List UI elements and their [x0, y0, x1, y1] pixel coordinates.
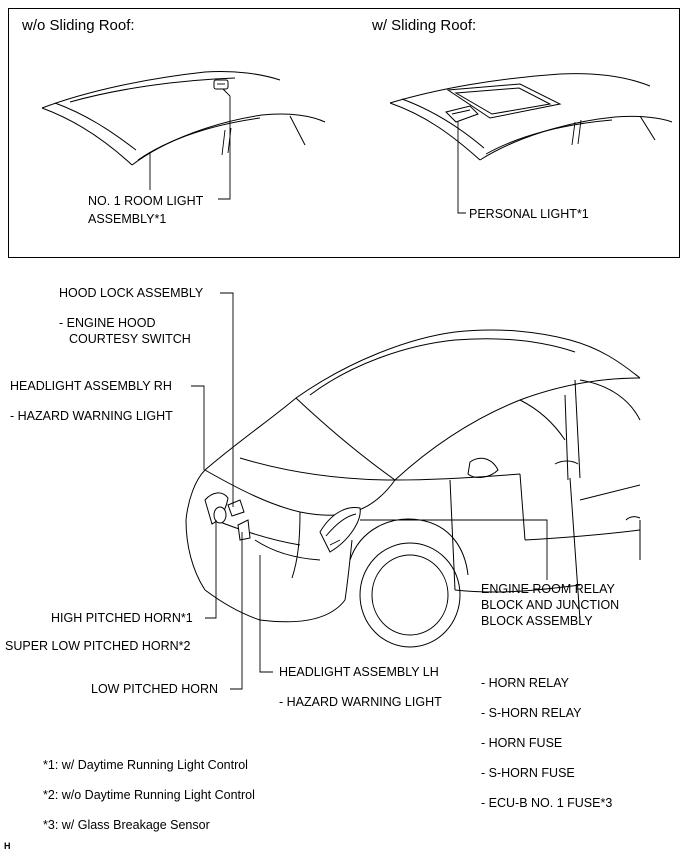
- label-ecu-b-fuse: - ECU-B NO. 1 FUSE*3: [481, 796, 613, 810]
- title-with-sliding-roof: w/ Sliding Roof:: [372, 17, 477, 34]
- label-relay-line3: BLOCK ASSEMBLY: [481, 614, 593, 628]
- headlight-lh-part: [319, 506, 361, 553]
- label-horn-relay: - HORN RELAY: [481, 676, 569, 690]
- footnote-3: *3: w/ Glass Breakage Sensor: [43, 818, 210, 832]
- label-s-horn-relay: - S-HORN RELAY: [481, 706, 582, 720]
- corner-mark: H: [4, 841, 11, 851]
- roof-right-illustration: [389, 73, 673, 214]
- label-relay-line2: BLOCK AND JUNCTION: [481, 598, 620, 612]
- room-light-part: [213, 79, 229, 90]
- personal-light-part: [445, 105, 479, 123]
- label-engine-hood-line1: - ENGINE HOOD: [59, 316, 156, 330]
- footnote-2: *2: w/o Daytime Running Light Control: [43, 788, 255, 802]
- label-hazard-lh: - HAZARD WARNING LIGHT: [279, 695, 442, 709]
- label-headlight-lh: HEADLIGHT ASSEMBLY LH: [279, 665, 439, 679]
- label-high-horn: HIGH PITCHED HORN*1: [51, 611, 193, 625]
- label-super-low-horn: SUPER LOW PITCHED HORN*2: [5, 639, 191, 653]
- label-room-light-line2: ASSEMBLY*1: [88, 212, 167, 226]
- title-without-sliding-roof: w/o Sliding Roof:: [22, 17, 135, 34]
- label-hazard-rh: - HAZARD WARNING LIGHT: [10, 409, 173, 423]
- roof-left-illustration: [41, 71, 326, 200]
- label-relay-line1: ENGINE ROOM RELAY: [481, 582, 615, 596]
- label-engine-hood-line2: COURTESY SWITCH: [69, 332, 191, 346]
- footnote-1: *1: w/ Daytime Running Light Control: [43, 758, 248, 772]
- label-personal-light: PERSONAL LIGHT*1: [469, 207, 589, 221]
- car-illustration: [185, 329, 641, 648]
- label-room-light-line1: NO. 1 ROOM LIGHT: [88, 194, 204, 208]
- label-low-horn: LOW PITCHED HORN: [91, 682, 219, 696]
- high-horn-part: [213, 506, 227, 524]
- hood-lock-part: [227, 499, 245, 517]
- variant-panel: [8, 8, 680, 258]
- label-hood-lock: HOOD LOCK ASSEMBLY: [59, 286, 204, 300]
- low-horn-part: [237, 519, 251, 541]
- label-s-horn-fuse: - S-HORN FUSE: [481, 766, 575, 780]
- label-headlight-rh: HEADLIGHT ASSEMBLY RH: [10, 379, 172, 393]
- label-horn-fuse: - HORN FUSE: [481, 736, 563, 750]
